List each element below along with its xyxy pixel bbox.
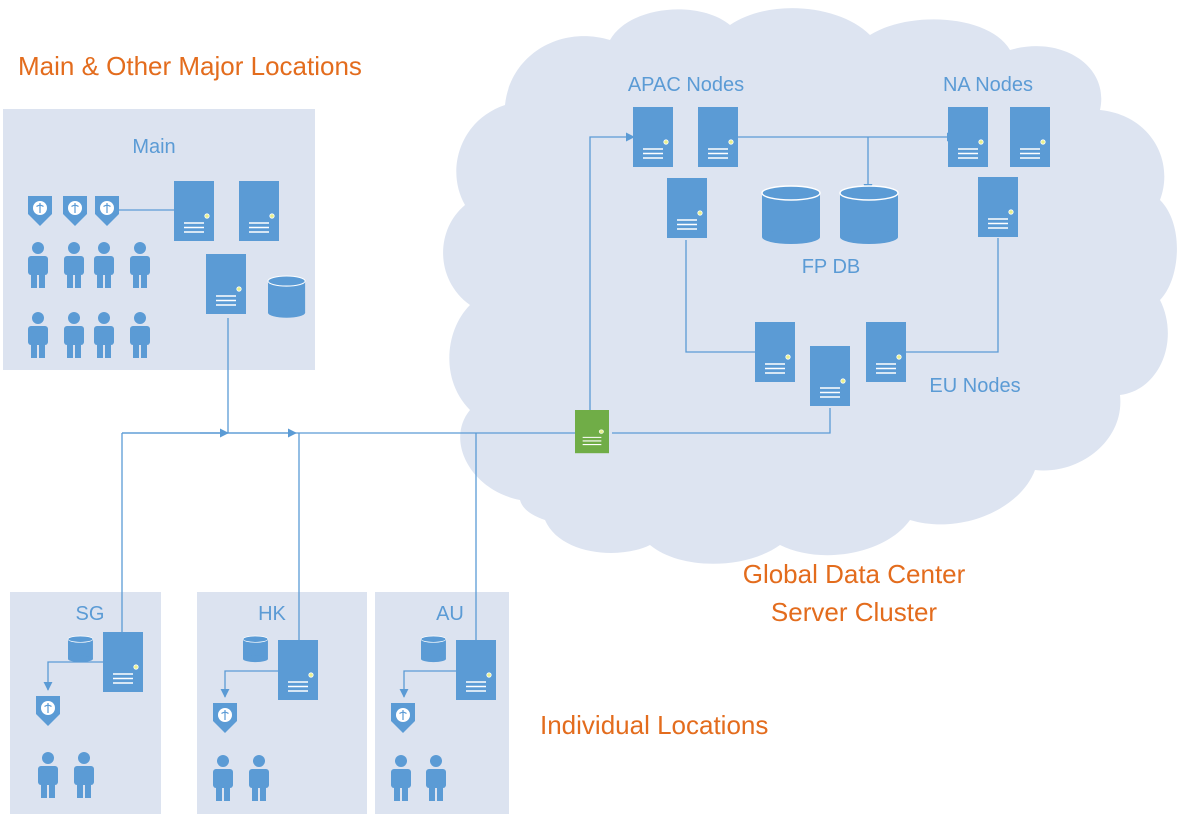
na-eu-link: [895, 238, 999, 357]
apac-eu-link: [685, 240, 765, 357]
cloud-shape: [443, 8, 1177, 564]
hk-location-label: HK: [258, 603, 286, 625]
au-location-label: AU: [436, 603, 464, 625]
global-heading-line2: Server Cluster: [771, 597, 937, 627]
apac-server-1: [632, 106, 674, 168]
fp-database-icon-1: [761, 185, 821, 245]
gateway-server-icon: [575, 410, 609, 454]
eu-server-3: [865, 321, 907, 383]
na-server-2: [1009, 106, 1051, 168]
apac-server-3: [666, 177, 708, 239]
sg-scanner-link: [43, 661, 103, 691]
na-nodes-label: NA Nodes: [943, 74, 1033, 96]
fp-db-label: FP DB: [802, 256, 861, 278]
individual-heading: Individual Locations: [540, 710, 768, 740]
na-server-3: [977, 176, 1019, 238]
au-database-icon: [420, 635, 447, 663]
fp-database-icon-2: [839, 185, 899, 245]
eu-nodes-label: EU Nodes: [929, 375, 1020, 397]
main-server-2: [238, 180, 280, 242]
gateway-apac-link: [589, 132, 635, 433]
apac-server-2: [697, 106, 739, 168]
eu-server-2: [809, 345, 851, 407]
eu-server-1: [754, 321, 796, 383]
hk-server-icon: [277, 639, 319, 701]
au-scanner-link: [399, 670, 458, 698]
sg-server-icon: [102, 631, 144, 693]
main-server-1: [173, 180, 215, 242]
gateway-eu-link: [612, 408, 831, 434]
na-server-1: [947, 106, 989, 168]
apac-nodes-label: APAC Nodes: [628, 74, 744, 96]
sg-location-label: SG: [76, 603, 105, 625]
sg-database-icon: [67, 635, 94, 663]
hk-scanner-link: [220, 670, 280, 698]
main-server-3: [205, 253, 247, 315]
connections: [43, 132, 999, 698]
main-database-icon: [267, 275, 306, 319]
main-major-heading: Main & Other Major Locations: [18, 51, 362, 81]
hk-database-icon: [242, 635, 269, 663]
global-heading-line1: Global Data Center: [743, 559, 966, 589]
global-data-center-cloud: [443, 8, 1177, 564]
main-location-label: Main: [132, 136, 175, 158]
au-server-icon: [455, 639, 497, 701]
